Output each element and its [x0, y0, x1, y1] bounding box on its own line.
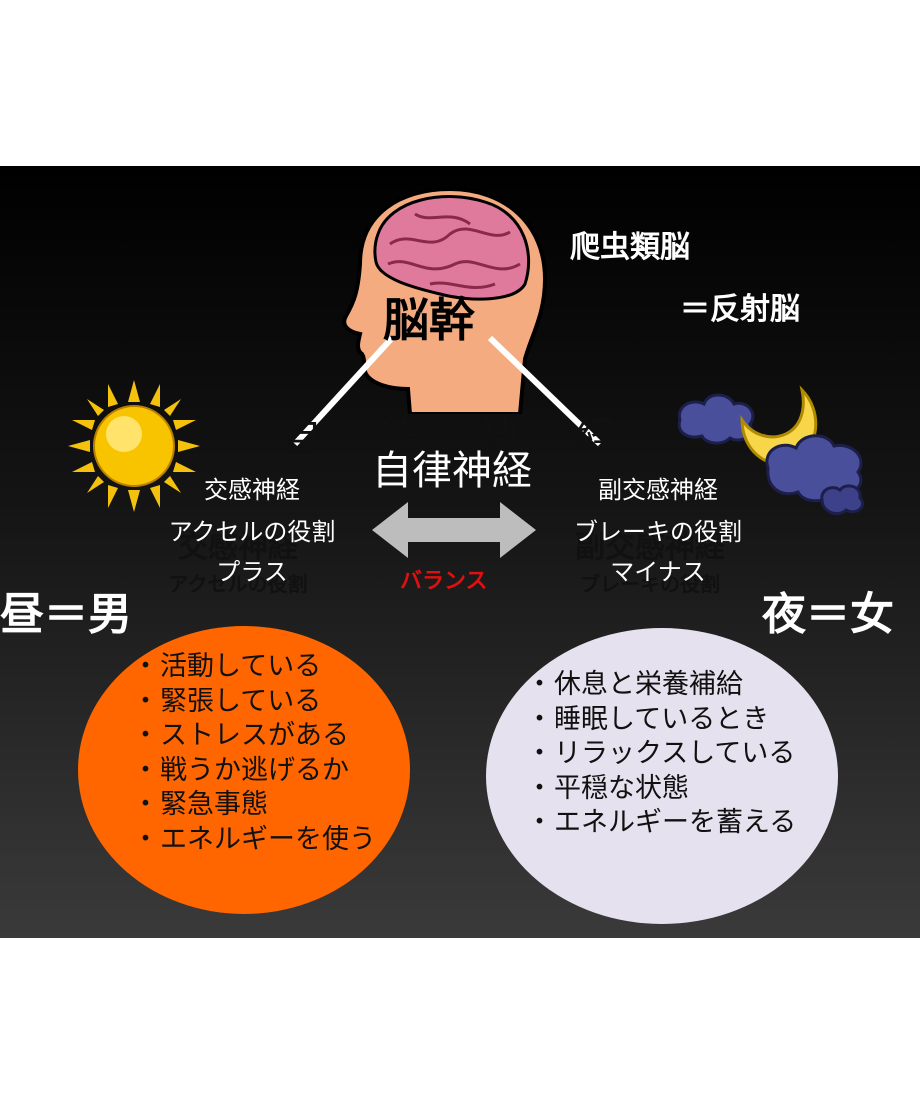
- balance-label: バランス: [400, 569, 488, 594]
- sun-icon: [68, 380, 200, 512]
- list-item: 緊急事態: [132, 788, 376, 823]
- list-item: 戦うか逃げるか: [132, 754, 376, 789]
- list-item: ストレスがある: [132, 719, 376, 754]
- list-item: 平穏な状態: [526, 772, 796, 807]
- ghost-parasympathetic-role: ブレーキの役割: [580, 572, 720, 596]
- head-brain-icon: [342, 186, 548, 414]
- diagram-panel: 脳幹 爬虫類脳 ＝反射脳 自律神経 自: [0, 166, 920, 938]
- night-bullet-list: 休息と栄養補給 睡眠しているとき リラックスしている 平穏な状態 エネルギーを蓄…: [526, 668, 796, 841]
- moon-clouds-icon: [677, 385, 865, 516]
- ghost-sympathetic-name: 交感神経: [178, 530, 298, 565]
- day-male-title: 昼＝男: [0, 589, 132, 640]
- accelerator-role-label: アクセルの役割: [168, 518, 336, 546]
- reflex-brain-label: ＝反射脳: [680, 292, 800, 327]
- ghost-parasympathetic-name: 副交感神経: [575, 530, 725, 565]
- reptile-brain-label: 爬虫類脳: [570, 230, 690, 265]
- sympathetic-nerve-label: 交感神経: [204, 476, 300, 504]
- minus-label: マイナス: [610, 558, 706, 586]
- list-item: 活動している: [132, 650, 376, 685]
- ghost-autonomic-title: 自律神経: [282, 414, 674, 460]
- list-item: エネルギーを使う: [132, 823, 376, 858]
- night-female-title: 夜＝女: [762, 589, 894, 640]
- brainstem-label: 脳幹: [383, 293, 475, 347]
- connector-lines: [292, 335, 603, 447]
- parasympathetic-nerve-label: 副交感神経: [598, 476, 718, 504]
- list-item: 緊張している: [132, 685, 376, 720]
- double-arrow-icon: [372, 502, 536, 558]
- day-bullet-list: 活動している 緊張している ストレスがある 戦うか逃げるか 緊急事態 エネルギー…: [132, 650, 376, 858]
- brake-role-label: ブレーキの役割: [574, 518, 742, 546]
- plus-label: プラス: [216, 558, 288, 586]
- list-item: 休息と栄養補給: [526, 668, 796, 703]
- list-item: エネルギーを蓄える: [526, 806, 796, 841]
- ghost-sympathetic-role: アクセルの役割: [168, 572, 308, 596]
- list-item: 睡眠しているとき: [526, 703, 796, 738]
- autonomic-nerve-title: 自律神経: [372, 448, 532, 494]
- list-item: リラックスしている: [526, 737, 796, 772]
